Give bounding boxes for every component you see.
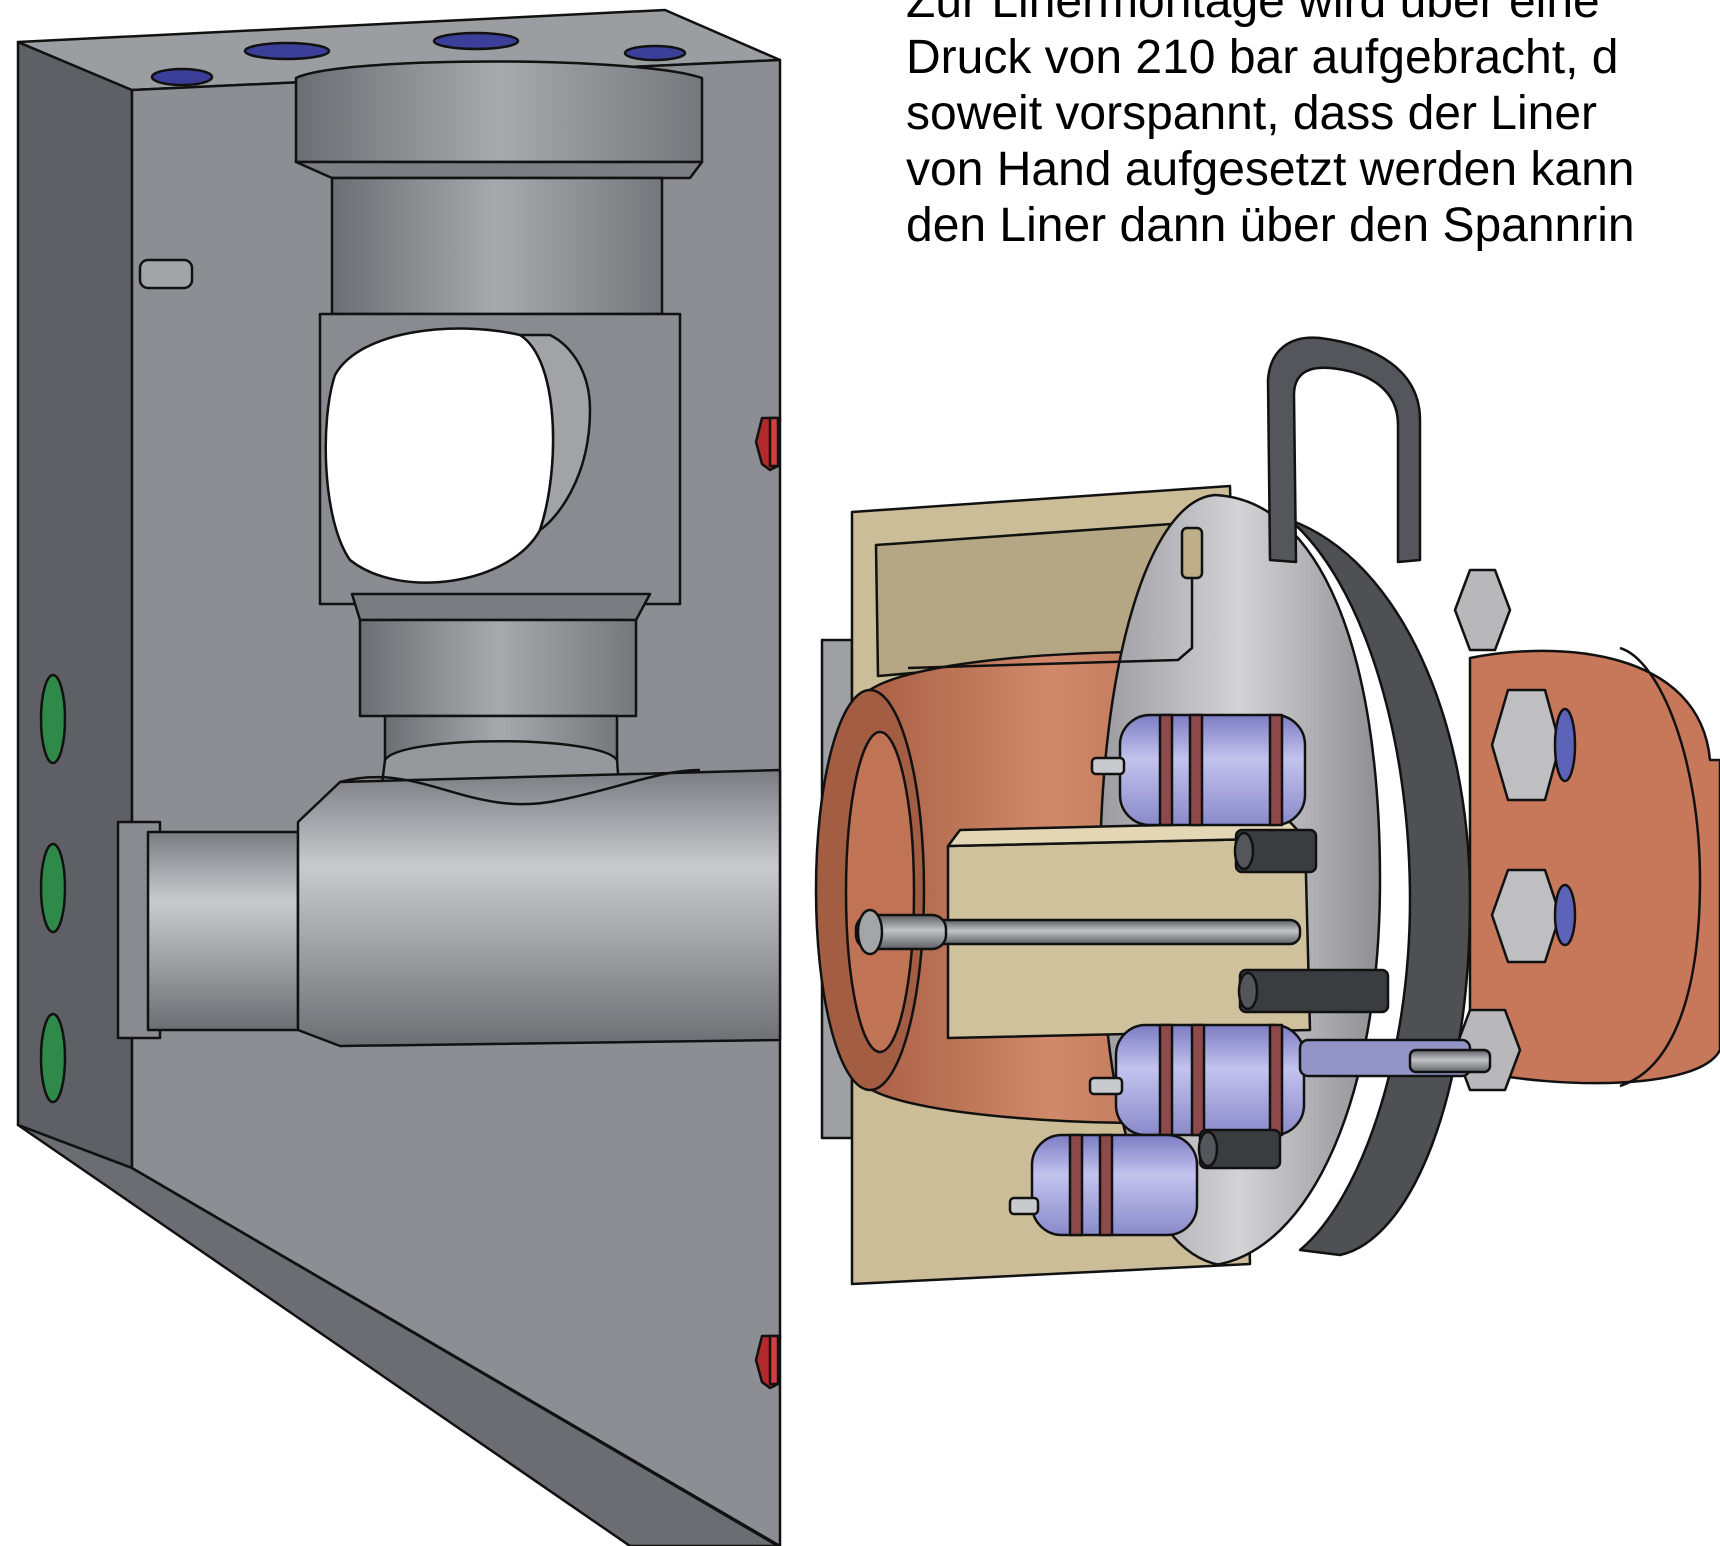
side-port: [39, 1012, 67, 1104]
caption-line-2: Druck von 210 bar aufgebracht, d: [906, 31, 1619, 84]
caption-line-1: Zur Linermontage wird über eine: [906, 0, 1600, 28]
flange-nut: [1490, 688, 1562, 802]
tie-rod: [1298, 1038, 1492, 1078]
bore-cutout-wall: [518, 333, 592, 532]
shaft-transition: [339, 768, 701, 806]
flange-nut: [1490, 868, 1562, 964]
threaded-stud: [754, 1334, 782, 1390]
top-port: [150, 67, 214, 87]
side-port: [39, 673, 67, 765]
vertical-bore: [350, 592, 652, 622]
socket-screw: [1197, 1128, 1282, 1170]
piston: [1008, 1133, 1199, 1237]
nut-stud: [1553, 883, 1577, 947]
housing-bottom-face: [16, 1123, 780, 1546]
copper-liner-face: [844, 730, 916, 1054]
tie-rod: [854, 908, 1302, 956]
socket-screw: [1237, 968, 1390, 1014]
oil-fitting: [1180, 526, 1204, 580]
threaded-stud: [754, 416, 782, 472]
nut-stud: [1553, 707, 1577, 783]
piston: [1088, 1023, 1306, 1137]
horizontal-shaft: [296, 768, 782, 1048]
vertical-bore: [294, 60, 704, 164]
caption-line-4: von Hand aufgesetzt werden kann: [906, 143, 1635, 196]
lift-handle: [1266, 336, 1422, 564]
socket-screw: [1233, 828, 1318, 874]
dowel-pin: [138, 258, 194, 290]
horizontal-shaft: [146, 830, 300, 1032]
liner-module: [814, 336, 1720, 1286]
piston: [1090, 713, 1307, 827]
vertical-bore: [294, 160, 704, 180]
oil-channel: [907, 578, 1194, 670]
housing-left-face: [16, 40, 134, 1170]
caption-line-5: den Liner dann über den Spannrin: [906, 199, 1635, 252]
vertical-bore: [330, 176, 664, 316]
top-port: [243, 41, 331, 61]
top-port: [623, 44, 687, 62]
side-port: [39, 842, 67, 934]
caption: Zur Linermontage wird über eine Druck vo…: [906, 0, 1720, 254]
housing-block: [16, 8, 854, 1546]
caption-line-3: soweit vorspannt, dass der Liner: [906, 87, 1598, 140]
flange-nut: [1453, 568, 1512, 652]
vertical-bore: [358, 618, 638, 718]
bore-cutout: [324, 327, 555, 584]
top-port: [432, 31, 520, 51]
copper-cylinder-edge: [1619, 646, 1702, 1088]
